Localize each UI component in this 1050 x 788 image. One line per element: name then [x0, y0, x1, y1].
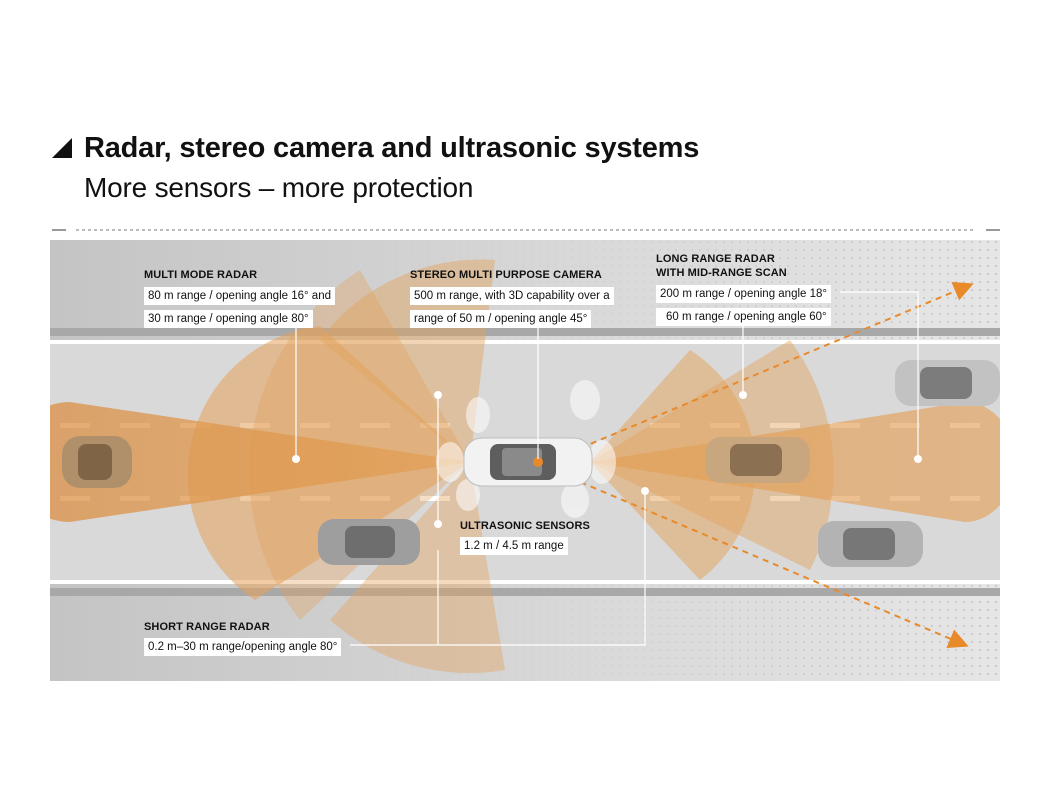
- long-range-radar-line1: 200 m range / opening angle 18°: [656, 285, 832, 303]
- short-range-radar-heading: SHORT RANGE RADAR: [144, 621, 270, 633]
- long-range-radar-line2: 60 m range / opening angle 60°: [656, 308, 831, 326]
- stereo-camera-callout: STEREO MULTI PURPOSE CAMERA 500 m range,…: [410, 268, 614, 328]
- rear-multi-mode-radar-cone: [50, 402, 470, 522]
- long-range-radar-callout: LONG RANGE RADAR WITH MID-RANGE SCAN 200…: [656, 252, 832, 326]
- ultrasonic-sensors-heading: ULTRASONIC SENSORS: [460, 520, 590, 532]
- page-subtitle: More sensors – more protection: [84, 172, 474, 203]
- leader-lines: [295, 291, 919, 646]
- ego-car: [463, 437, 593, 487]
- leader-dots: [292, 391, 922, 528]
- car-top-view-icon: [895, 360, 1000, 406]
- car-top-view-icon: [318, 519, 420, 565]
- stereo-camera-heading: STEREO MULTI PURPOSE CAMERA: [410, 269, 602, 281]
- sensor-scene: MULTI MODE RADAR 80 m range / opening an…: [50, 240, 1000, 681]
- long-range-arrow-up: [539, 281, 974, 466]
- long-range-radar-heading-line1: LONG RANGE RADAR: [656, 253, 775, 265]
- long-range-radar-heading-line2: WITH MID-RANGE SCAN: [656, 267, 787, 279]
- ultrasonic-sensors-callout: ULTRASONIC SENSORS 1.2 m / 4.5 m range: [460, 519, 590, 555]
- dashed-divider: [52, 229, 1000, 231]
- multi-mode-radar-line1: 80 m range / opening angle 16° and: [144, 287, 335, 305]
- multi-mode-radar-heading: MULTI MODE RADAR: [144, 269, 258, 281]
- multi-mode-radar-line2: 30 m range / opening angle 80°: [144, 310, 313, 328]
- car-top-view-icon: [818, 521, 923, 567]
- triangle-marker-icon: [52, 138, 72, 158]
- multi-mode-radar-callout: MULTI MODE RADAR 80 m range / opening an…: [144, 268, 335, 328]
- stereo-camera-line1: 500 m range, with 3D capability over a: [410, 287, 614, 305]
- ultrasonic-sensors-line1: 1.2 m / 4.5 m range: [460, 537, 568, 555]
- page-title: Radar, stereo camera and ultrasonic syst…: [84, 132, 700, 164]
- stereo-camera-line2: range of 50 m / opening angle 45°: [410, 310, 592, 328]
- car-top-view-icon: [62, 436, 132, 488]
- short-range-radar-line1: 0.2 m–30 m range/opening angle 80°: [144, 638, 342, 656]
- car-top-view-icon: [705, 437, 810, 483]
- short-range-radar-callout: SHORT RANGE RADAR 0.2 m–30 m range/openi…: [144, 620, 342, 656]
- camera-dot-icon: [533, 457, 543, 467]
- ultrasonic-lobes: [436, 380, 616, 518]
